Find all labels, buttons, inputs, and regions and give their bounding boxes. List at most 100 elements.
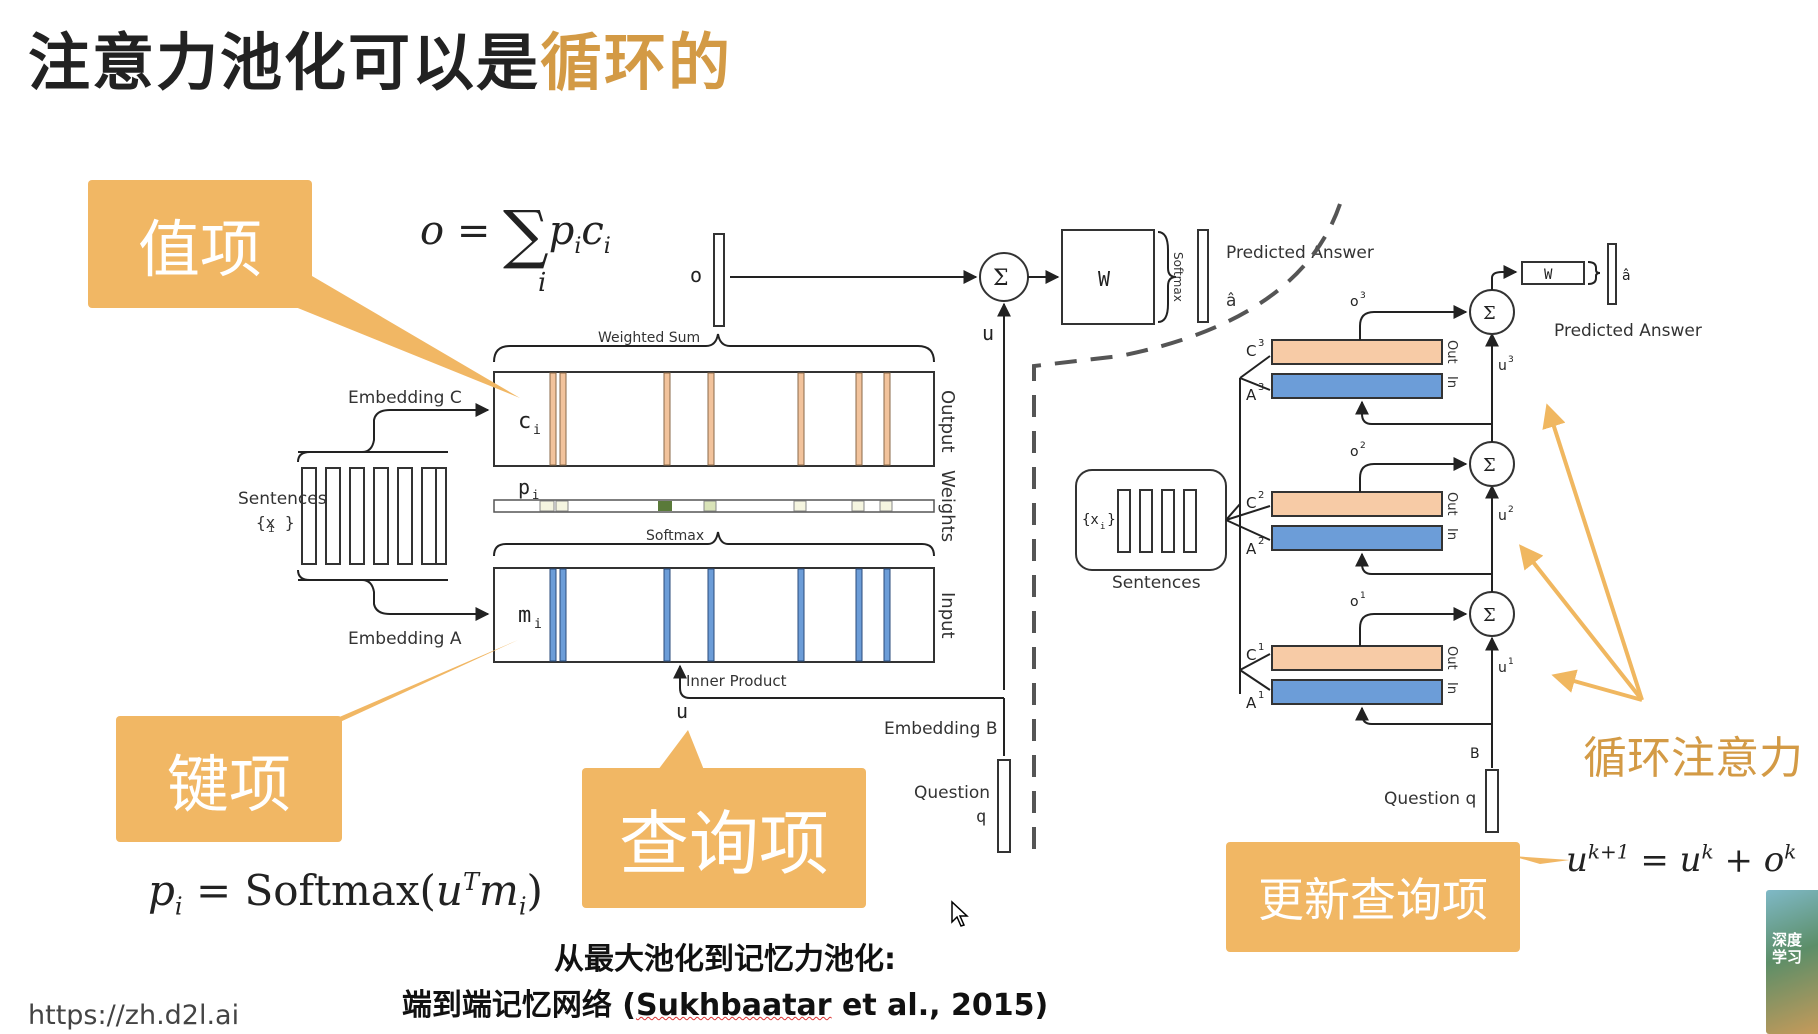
output-side-label: Output bbox=[937, 390, 958, 453]
title-accent: 循环的 bbox=[540, 26, 733, 99]
value-callout: 值项 bbox=[88, 180, 312, 308]
source-url[interactable]: https://zh.d2l.ai bbox=[28, 1000, 240, 1031]
mouse-cursor-icon bbox=[951, 900, 969, 927]
softmax-label: Softmax bbox=[646, 528, 704, 544]
recurrent-arrows bbox=[1519, 403, 1644, 702]
c-i-label: c bbox=[518, 409, 531, 434]
right-w-label: W bbox=[1544, 267, 1553, 283]
softmax-vertical: Softmax bbox=[1171, 252, 1185, 302]
weighted-sum-brace bbox=[493, 333, 935, 363]
embedding-b-label: Embedding B bbox=[884, 719, 998, 739]
right-a-hat: â bbox=[1622, 268, 1631, 284]
layer1-a bbox=[1271, 679, 1443, 705]
layer2-in: In bbox=[1444, 528, 1459, 540]
question-vector bbox=[997, 759, 1011, 853]
predicted-answer-text: Predicted Answer bbox=[1226, 243, 1374, 263]
m-i-sub: i bbox=[534, 617, 542, 632]
layer3-out: Out bbox=[1444, 340, 1459, 364]
embedding-c-arrow bbox=[297, 403, 490, 463]
right-question-vector bbox=[1485, 769, 1499, 833]
layer3-c bbox=[1271, 339, 1443, 365]
w-label: W bbox=[1098, 267, 1111, 291]
key-callout-tail bbox=[286, 640, 518, 740]
sentences-block bbox=[301, 467, 447, 565]
layer3-in: In bbox=[1444, 376, 1459, 388]
inner-product-arrow bbox=[673, 664, 1004, 699]
layer3-a-sup: 3 bbox=[1258, 382, 1264, 393]
p-i-label: p bbox=[518, 475, 530, 499]
layer2-out: Out bbox=[1444, 492, 1459, 516]
layer2-c-sup: 2 bbox=[1258, 490, 1264, 501]
layer2-c bbox=[1271, 491, 1443, 517]
layer1-a-label: A bbox=[1246, 694, 1257, 712]
layer1-in: In bbox=[1444, 682, 1459, 694]
right-answer-vector bbox=[1607, 243, 1617, 305]
sentences-var-sub: i bbox=[268, 522, 275, 535]
predicted-answer-label: Predicted Answer bbox=[1226, 243, 1374, 263]
caption-line2: 端到端记忆网络 (Sukhbaatar et al., 2015) bbox=[0, 980, 1450, 1024]
update-callout-tail bbox=[1512, 856, 1570, 864]
layer2-a-sup: 2 bbox=[1258, 536, 1264, 547]
title-main: 注意力池化可以是 bbox=[28, 26, 541, 99]
o1-label: o bbox=[1350, 594, 1359, 610]
recurrent-attention-label: 循环注意力 bbox=[1583, 733, 1803, 784]
right-w-matrix bbox=[1521, 261, 1585, 285]
input-side-label: Input bbox=[937, 592, 958, 639]
o-label: o bbox=[690, 263, 702, 287]
u-label-bottom: u bbox=[676, 699, 688, 723]
embedding-a-arrow bbox=[297, 569, 490, 621]
output-stripes bbox=[549, 372, 891, 466]
answer-vector bbox=[1197, 229, 1209, 323]
layer1-out: Out bbox=[1444, 646, 1459, 670]
page-title: 注意力池化可以是循环的 bbox=[28, 12, 732, 102]
value-callout-tail bbox=[278, 276, 520, 398]
layer1-a-sup: 1 bbox=[1258, 690, 1264, 701]
u2-label: u bbox=[1498, 508, 1507, 524]
o2-label: o bbox=[1350, 444, 1359, 460]
right-sentences-var: {x } bbox=[1082, 512, 1116, 528]
layer1-c-sup: 1 bbox=[1258, 642, 1264, 653]
sentences-label: Sentences bbox=[238, 489, 327, 509]
separator-dashed bbox=[1032, 203, 1342, 860]
sum-symbol: Σ bbox=[993, 266, 1009, 291]
w-matrix bbox=[1061, 229, 1155, 325]
u2-sup: 2 bbox=[1508, 505, 1514, 515]
question-label: Question bbox=[914, 783, 990, 803]
query-callout: 查询项 bbox=[582, 768, 866, 908]
caption-line1: 从最大池化到记忆力池化: bbox=[554, 942, 896, 977]
o1-sup: 1 bbox=[1360, 591, 1366, 601]
softmax-formula: pi = Softmax(uTmi) bbox=[148, 866, 543, 921]
b-label: B bbox=[1470, 746, 1480, 762]
inner-product-label: Inner Product bbox=[686, 672, 787, 690]
query-callout-tail bbox=[658, 730, 704, 770]
right-fan-lines bbox=[1225, 355, 1271, 694]
u3-sup: 3 bbox=[1508, 355, 1514, 365]
o-vector bbox=[713, 233, 725, 327]
layer2-a bbox=[1271, 525, 1443, 551]
key-callout: 键项 bbox=[116, 716, 342, 842]
q-label: q bbox=[976, 807, 986, 827]
layer3-a bbox=[1271, 373, 1443, 399]
weights-cells bbox=[539, 500, 893, 512]
softmax-brace bbox=[493, 531, 935, 557]
p-i-sub: i bbox=[532, 488, 539, 502]
right-predicted-answer: Predicted Answer bbox=[1554, 321, 1702, 341]
u-to-a-arrows bbox=[1355, 400, 1492, 725]
o3-label: o bbox=[1350, 294, 1359, 310]
layer3-a-label: A bbox=[1246, 386, 1257, 404]
a-hat-label: â bbox=[1226, 291, 1236, 311]
weights-side-label: Weights bbox=[937, 470, 958, 542]
m-i-label: m bbox=[518, 603, 531, 628]
o3-sup: 3 bbox=[1360, 291, 1366, 301]
sum-1-symbol: Σ bbox=[1483, 605, 1496, 626]
sum-2-symbol: Σ bbox=[1483, 455, 1496, 476]
caption-line2-prefix: 端到端记忆网络 ( bbox=[401, 988, 636, 1023]
u3-label: u bbox=[1498, 358, 1507, 374]
sentences-var: {x } bbox=[256, 513, 295, 532]
caption-line2-suffix: et al., 2015) bbox=[831, 988, 1049, 1023]
layer1-c bbox=[1271, 645, 1443, 671]
update-formula: uk+1 = uk + ok bbox=[1566, 840, 1797, 881]
sum-3-symbol: Σ bbox=[1483, 303, 1496, 324]
u1-sup: 1 bbox=[1508, 657, 1514, 667]
